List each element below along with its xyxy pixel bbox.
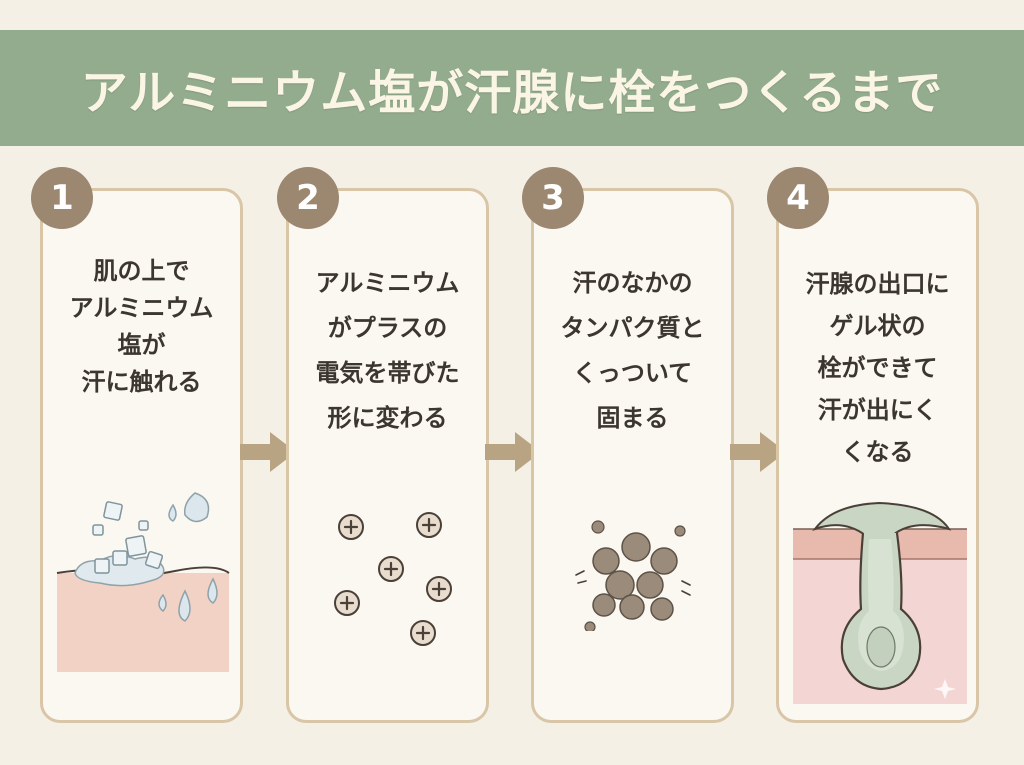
salt-on-skin-illustration [56,492,230,672]
step-card-4: 汗腺の出口に ゲル状の 栓ができて 汗が出にく くなる [776,188,979,723]
sweat-drops [158,492,218,622]
step-1-line-4: 汗に触れる [81,368,202,396]
title-banner: アルミニウム塩が汗腺に栓をつくるまで [0,30,1024,146]
salt-crystals [92,501,164,574]
step-number-badge-2: 2 [277,167,339,229]
step-4-line-5: くなる [841,438,914,466]
step-3-line-1: 汗のなかの [572,269,693,297]
step-2-line-2: がプラスの [327,314,448,342]
arrow-right-icon [730,432,786,472]
protein-clump-illustration [575,520,691,631]
plus-ion-icons [334,512,452,646]
protein-particles [592,532,678,621]
sweat-gland-plug-illustration [793,501,967,704]
arrow-right-icon [240,432,296,472]
step-3-line-4: 固まる [596,404,669,432]
gel-plug-cap [812,501,952,536]
step-4-line-3: 栓ができて [817,354,938,382]
step-2-text: アルミニウム がプラスの 電気を帯びた 形に変わる [289,261,486,441]
step-4-line-2: ゲル状の [829,312,926,340]
step-1-line-3: 塩が [117,331,166,359]
step-card-3: 汗のなかの タンパク質と くっついて 固まる [531,188,734,723]
step-3-text: 汗のなかの タンパク質と くっついて 固まる [534,261,731,441]
step-4-line-1: 汗腺の出口に [805,270,950,298]
step-4-line-4: 汗が出にく [817,396,938,424]
step-number-badge-3: 3 [522,167,584,229]
page-title: アルミニウム塩が汗腺に栓をつくるまで [80,65,944,121]
step-3-line-3: くっついて [572,359,693,387]
step-number-badge-4: 4 [767,167,829,229]
step-2-line-1: アルミニウム [315,269,460,297]
step-1-text: 肌の上で アルミニウム 塩が 汗に触れる [43,253,240,401]
step-1-line-1: 肌の上で [93,257,190,285]
arrow-right-icon [485,432,541,472]
skin-layer [57,573,229,672]
step-3-line-2: タンパク質と [560,314,705,342]
step-2-line-4: 形に変わる [327,404,448,432]
step-card-1: 肌の上で アルミニウム 塩が 汗に触れる [40,188,243,723]
step-number-badge-1: 1 [31,167,93,229]
step-2-line-3: 電気を帯びた [315,359,460,387]
positive-ions-illustration [334,512,452,646]
step-card-2: アルミニウム がプラスの 電気を帯びた 形に変わる [286,188,489,723]
step-1-line-2: アルミニウム [69,294,214,322]
step-4-text: 汗腺の出口に ゲル状の 栓ができて 汗が出にく くなる [779,263,976,473]
